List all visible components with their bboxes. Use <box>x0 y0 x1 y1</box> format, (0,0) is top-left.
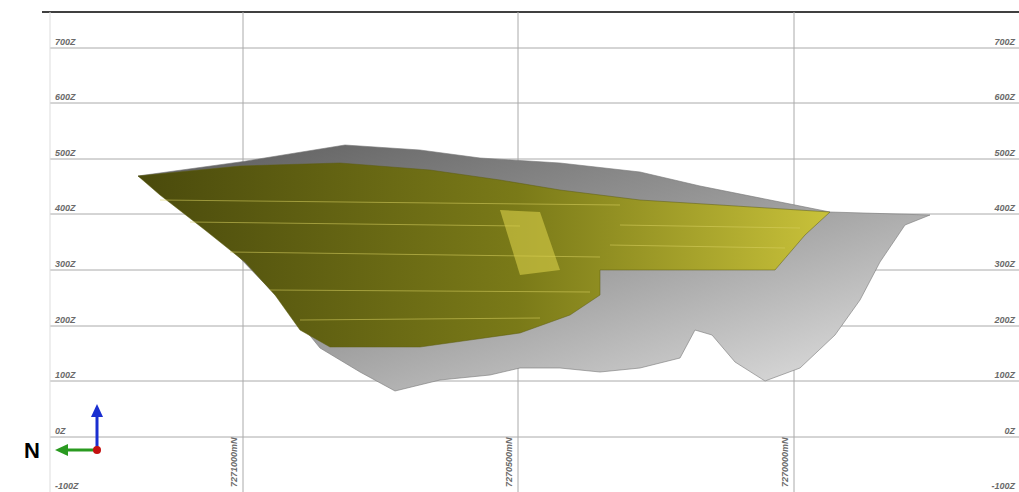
elevation-label: 700Z <box>55 38 76 47</box>
grid <box>50 12 1019 492</box>
elevation-label: -100Z <box>991 482 1015 491</box>
ore-highlight <box>500 210 560 275</box>
pit-shell <box>138 145 930 391</box>
elevation-label: 600Z <box>55 93 76 102</box>
elevation-label: 200Z <box>55 316 76 325</box>
ore-zone <box>138 163 830 347</box>
frame-line <box>42 11 1019 13</box>
northing-label: 7271000mN <box>230 437 239 487</box>
elevation-label: 0Z <box>1004 427 1015 436</box>
elevation-label: 400Z <box>55 204 76 213</box>
elevation-label: 300Z <box>55 260 76 269</box>
elevation-label: 400Z <box>994 204 1015 213</box>
northing-label: 7270000mN <box>781 437 790 487</box>
elevation-label: 0Z <box>55 427 66 436</box>
elevation-label: 500Z <box>55 149 76 158</box>
elevation-label: 100Z <box>994 371 1015 380</box>
elevation-label: 200Z <box>994 316 1015 325</box>
axis-triad <box>55 404 103 456</box>
north-label: N <box>24 440 40 462</box>
elevation-label: 300Z <box>994 260 1015 269</box>
bench-lines <box>160 200 800 320</box>
elevation-label: 600Z <box>994 93 1015 102</box>
northing-label: 7270500mN <box>505 437 514 487</box>
elevation-label: 500Z <box>994 149 1015 158</box>
elevation-label: 700Z <box>994 38 1015 47</box>
elevation-label: -100Z <box>55 482 79 491</box>
elevation-label: 100Z <box>55 371 76 380</box>
